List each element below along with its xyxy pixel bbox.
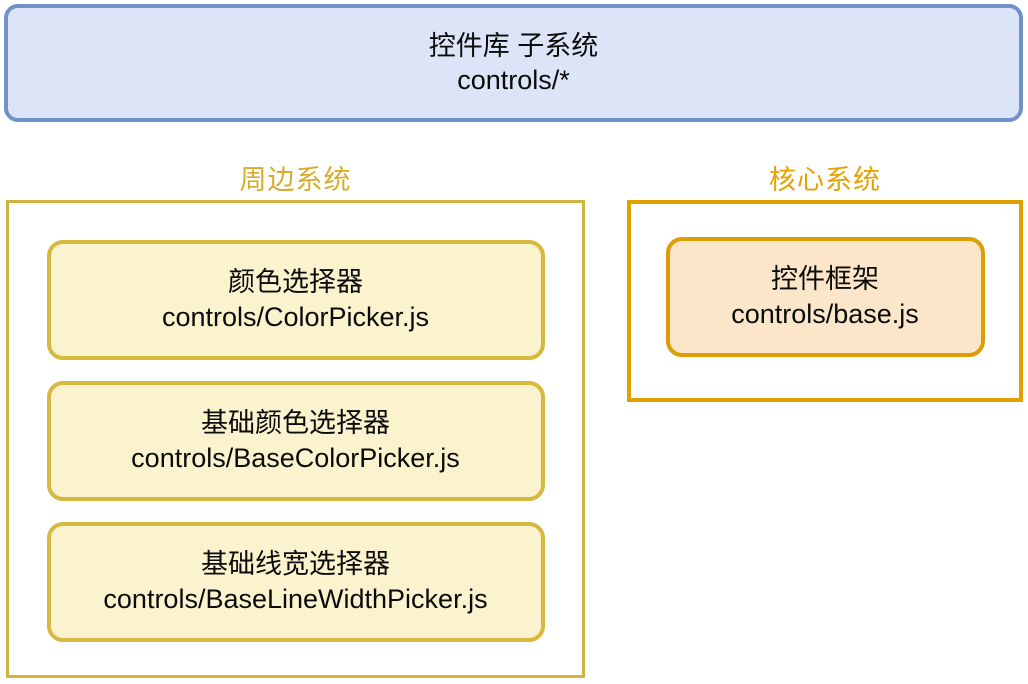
node-color-picker-path: controls/ColorPicker.js <box>161 302 430 332</box>
core-group-box: 控件框架 controls/base.js <box>627 200 1023 402</box>
node-color-picker-name: 颜色选择器 <box>228 267 363 297</box>
node-base-line-width-picker: 基础线宽选择器 controls/BaseLineWidthPicker.js <box>46 522 545 642</box>
node-base-color-picker-path: controls/BaseColorPicker.js <box>131 443 460 473</box>
peripheral-group-label: 周边系统 <box>239 165 352 195</box>
subsystem-title: 控件库 子系统 <box>428 31 599 61</box>
node-control-framework: 控件框架 controls/base.js <box>665 237 985 357</box>
subsystem-title-box: 控件库 子系统 controls/* <box>4 4 1023 122</box>
subsystem-path: controls/* <box>457 65 570 95</box>
node-base-color-picker: 基础颜色选择器 controls/BaseColorPicker.js <box>46 381 545 501</box>
node-base-color-picker-name: 基础颜色选择器 <box>201 408 390 438</box>
core-group-label: 核心系统 <box>769 165 881 195</box>
node-base-line-width-picker-name: 基础线宽选择器 <box>201 549 390 579</box>
node-base-line-width-picker-path: controls/BaseLineWidthPicker.js <box>103 584 488 614</box>
node-color-picker: 颜色选择器 controls/ColorPicker.js <box>46 240 545 360</box>
node-control-framework-name: 控件框架 <box>771 264 879 294</box>
peripheral-group-box: 颜色选择器 controls/ColorPicker.js 基础颜色选择器 co… <box>6 200 585 678</box>
node-control-framework-path: controls/base.js <box>731 299 919 329</box>
